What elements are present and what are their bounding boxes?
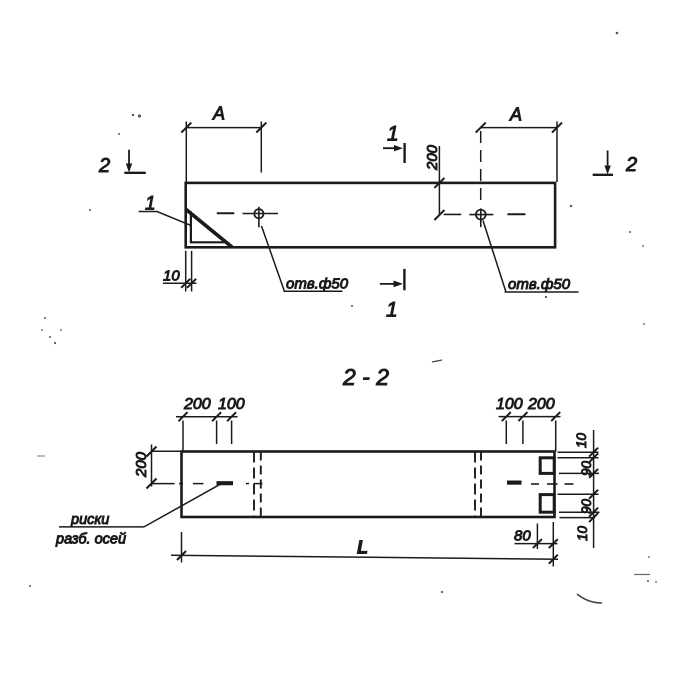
svg-text:10: 10 [574, 432, 589, 448]
svg-text:2: 2 [625, 154, 637, 176]
svg-text:1: 1 [386, 299, 398, 322]
svg-text:1: 1 [387, 123, 399, 146]
svg-text:200: 200 [527, 396, 555, 413]
svg-text:А: А [212, 104, 225, 124]
svg-text:риски: риски [70, 512, 109, 528]
svg-text:отв.ф50: отв.ф50 [286, 276, 349, 293]
svg-text:200: 200 [424, 144, 441, 171]
svg-text:разб. осей: разб. осей [55, 532, 126, 548]
svg-text:L: L [357, 538, 368, 558]
svg-text:80: 80 [514, 528, 531, 545]
svg-text:А: А [509, 105, 522, 125]
svg-text:90: 90 [579, 460, 594, 476]
svg-text:1: 1 [145, 194, 156, 215]
svg-text:10: 10 [575, 525, 590, 541]
svg-text:2: 2 [98, 155, 110, 177]
svg-text:отв.ф50: отв.ф50 [508, 276, 571, 293]
svg-text:200: 200 [133, 451, 150, 478]
svg-text:2 - 2: 2 - 2 [342, 364, 389, 390]
svg-text:10: 10 [163, 268, 180, 285]
svg-text:200: 200 [183, 396, 211, 413]
svg-text:90: 90 [579, 498, 594, 514]
svg-text:100: 100 [218, 396, 245, 413]
svg-text:100: 100 [496, 396, 523, 413]
